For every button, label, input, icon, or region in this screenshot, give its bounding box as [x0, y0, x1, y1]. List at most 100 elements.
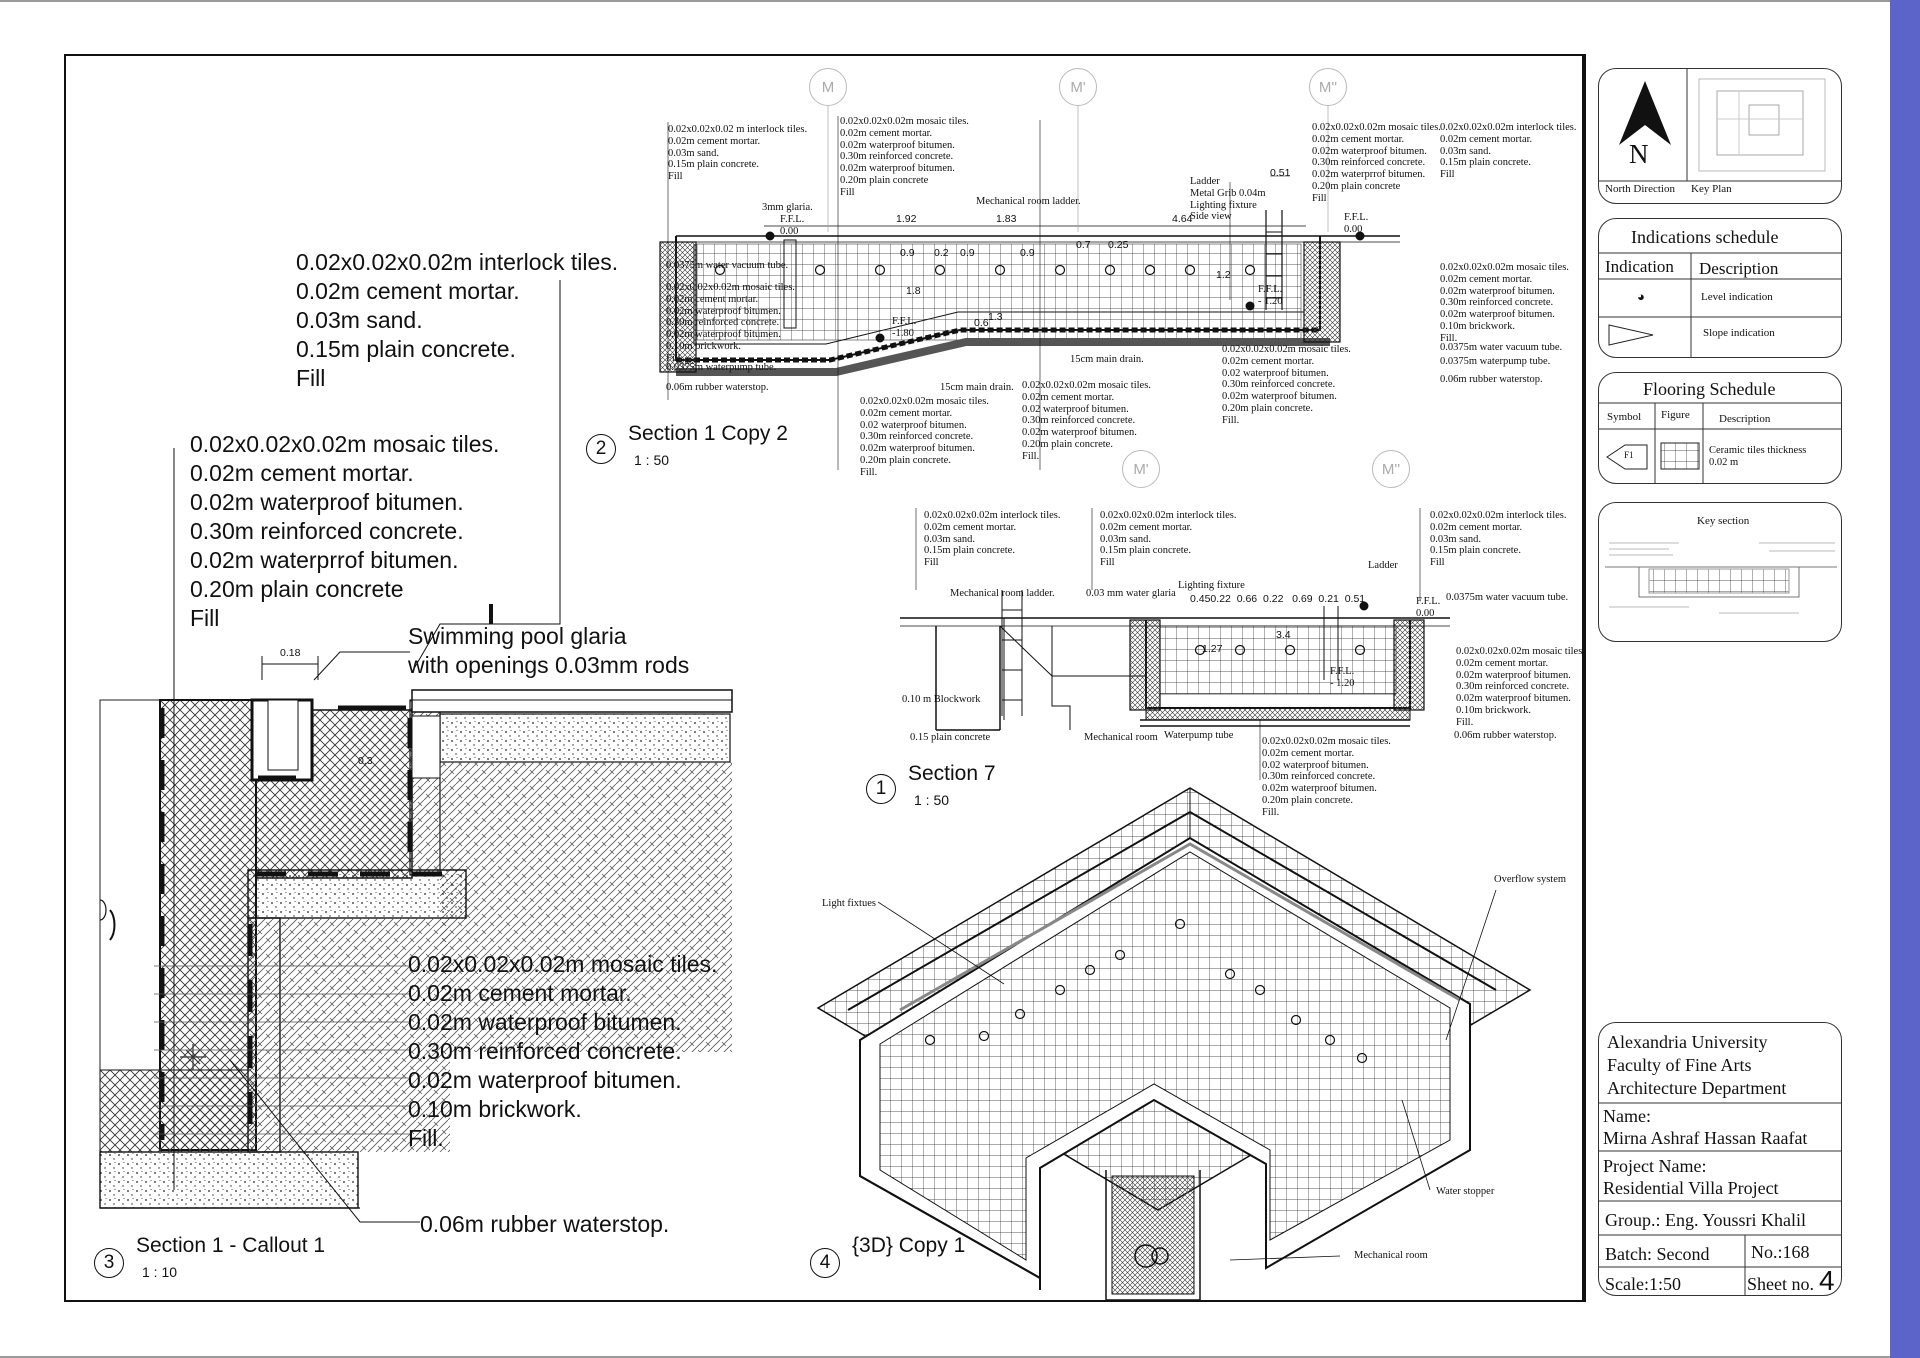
note-glaria-large: Swimming pool glaria with openings 0.03m… [408, 623, 690, 678]
university-block: Alexandria University Faculty of Fine Ar… [1607, 1032, 1787, 1098]
titleblock-divider [1584, 54, 1586, 1302]
s2-ffl-120: F.F.L. - 1.20 [1258, 284, 1283, 307]
s2-dim-051: 0.51 [1270, 167, 1291, 179]
ind-h2: Description [1699, 259, 1779, 278]
s7-note-bottom: 0.02x0.02x0.02m mosaic tiles. 0.02m ceme… [1262, 736, 1391, 818]
indications-schedule: Indications schedule Indication Descript… [1598, 218, 1842, 358]
s2-note-bottom-1: 0.02x0.02x0.02m mosaic tiles. 0.02m ceme… [860, 396, 989, 478]
s2-vac-tube-right: 0.0375m water vacuum tube. [1440, 342, 1563, 353]
s2-note-right-side: 0.02x0.02x0.02m mosaic tiles. 0.02m ceme… [1440, 262, 1569, 344]
s2-pump-tube-right: 0.0375m waterpump tube. [1440, 356, 1551, 367]
view-title-1: Section 7 [908, 762, 996, 785]
view-title-2: Section 1 Copy 2 [628, 422, 788, 445]
batch: Batch: Second [1605, 1244, 1710, 1264]
note-interlock-large: 0.02x0.02x0.02m interlock tiles. 0.02m c… [296, 249, 619, 391]
s2-ffl-left: F.F.L. 0.00 [780, 214, 805, 237]
floor-title: Flooring Schedule [1643, 379, 1776, 399]
name-label: Name: [1603, 1106, 1651, 1126]
s2-note-bottom-3: 0.02x0.02x0.02m mosaic tiles. 0.02m ceme… [1222, 344, 1351, 426]
grid-bubble-m1: M' [1059, 68, 1097, 106]
view-number-2: 2 [586, 434, 616, 464]
s2-dim-12: 1.2 [1216, 269, 1231, 281]
s2-note-mosaic-right: 0.02x0.02x0.02m mosaic tiles. 0.02m ceme… [1312, 122, 1441, 204]
s7-mech-room: Mechanical room [1084, 732, 1158, 743]
north-keyplan-panel: N North Direction Key Plan [1598, 68, 1842, 204]
s7-pump: Waterpump tube [1164, 730, 1234, 741]
project-name: Residential Villa Project [1603, 1178, 1779, 1198]
view-scale-1: 1 : 50 [914, 792, 950, 808]
s7-vac: 0.0375m water vacuum tube. [1446, 592, 1569, 603]
key-section-label: Key section [1697, 515, 1750, 527]
s2-dim-13: 1.3 [988, 311, 1003, 323]
floor-h1: Symbol [1607, 411, 1642, 423]
s2-dim-07: 0.7 [1076, 239, 1091, 251]
s7-dim-34: 3.4 [1276, 629, 1291, 641]
key-section-thumbnail [1605, 542, 1837, 614]
s2-main-drain-1: 15cm main drain. [940, 382, 1014, 393]
student-name: Mirna Ashraf Hassan Raafat [1603, 1128, 1808, 1148]
s7-glaria: 0.03 mm water glaria [1086, 588, 1176, 599]
s2-ffl-right: F.F.L. 0.00 [1344, 212, 1369, 235]
sheet-no-value: No.:168 [1751, 1242, 1810, 1262]
title-block: Alexandria University Faculty of Fine Ar… [1598, 1022, 1842, 1296]
s2-waterstop-right: 0.06m rubber waterstop. [1440, 374, 1543, 385]
s2-dim-183: 1.83 [996, 213, 1017, 225]
view-title-3: Section 1 - Callout 1 [136, 1234, 326, 1257]
view-title-4: {3D} Copy 1 [852, 1234, 966, 1257]
s7-mech-ladder: Mechanical room ladder. [950, 588, 1055, 599]
s7-plain: 0.15 plain concrete [910, 732, 991, 743]
note-mosaic-large: 0.02x0.02x0.02m mosaic tiles. 0.02m ceme… [190, 431, 500, 631]
s2-note-left-side: 0.02x0.02x0.02m mosaic tiles. 0.02m ceme… [666, 282, 795, 364]
s2-pump-tube: 0.0375m waterpump tube. [666, 362, 777, 373]
s2-note-interlock-left: 0.02x0.02x0.02 m interlock tiles. 0.02m … [668, 124, 808, 183]
s7-note-side: 0.02x0.02x0.02m mosaic tiles. 0.02m ceme… [1456, 646, 1585, 728]
key-section-panel: Key section [1598, 502, 1842, 642]
view-number-3: 3 [94, 1248, 124, 1278]
group: Group.: Eng. Youssri Khalil [1605, 1210, 1807, 1230]
s2-dim-02: 0.2 [934, 247, 949, 259]
view-number-1: 1 [866, 774, 896, 804]
bottom-rule [0, 1356, 1890, 1358]
ind-h1: Indication [1605, 257, 1674, 276]
note-waterstop-large: 0.06m rubber waterstop. [420, 1211, 670, 1237]
note-bottom-large: 0.02x0.02x0.02m mosaic tiles. 0.02m ceme… [408, 951, 718, 1151]
sheet-number: 4 [1819, 1265, 1835, 1296]
iso-drawing [816, 787, 1532, 1301]
grid-bubble-m: M [809, 68, 847, 106]
s2-dim-09b: 0.9 [960, 247, 975, 259]
s2-dim-06: 0.6 [974, 317, 989, 329]
section7-drawing [900, 508, 1450, 780]
iso-light-label: Light fixtues [822, 898, 876, 909]
grid-bubble-m2: M'' [1309, 68, 1347, 106]
flooring-schedule: Flooring Schedule Symbol Figure Descript… [1598, 372, 1842, 484]
iso-overflow-label: Overflow system [1494, 874, 1567, 885]
ind-r1: Level indication [1701, 291, 1773, 303]
dim-03: 0.3 [358, 755, 373, 767]
indications-grid [1599, 252, 1841, 357]
flooring-grid [1599, 402, 1841, 483]
top-rule [0, 0, 1890, 2]
s2-dim-09c: 0.9 [1020, 247, 1035, 259]
s2-dim-464: 4.64 [1172, 213, 1193, 225]
s7-lighting: Lighting fixture [1178, 580, 1245, 591]
s7-dims: 0.450.22 0.66 0.22 0.69 0.21 0.51 [1190, 593, 1366, 605]
s7-ffl: F.F.L. 0.00 [1416, 596, 1441, 619]
s2-vac-tube: 0.0375m water vacuum tube. [666, 260, 789, 271]
s7-waterstop: 0.06m rubber waterstop. [1454, 730, 1557, 741]
s2-dim-18: 1.8 [906, 285, 921, 297]
view-scale-2: 1 : 50 [634, 452, 670, 468]
s7-dim-127: 1.27 [1202, 643, 1223, 655]
title-block-grid [1599, 1102, 1841, 1295]
grid-bubble-m2-sec7: M'' [1372, 450, 1410, 488]
grid-bubble-m1-sec7: M' [1122, 450, 1160, 488]
view-scale-3: 1 : 10 [142, 1264, 178, 1280]
project-label: Project Name: [1603, 1156, 1707, 1176]
section2-drawing [659, 94, 1400, 470]
s2-dim-09a: 0.9 [900, 247, 915, 259]
floor-h2: Figure [1661, 409, 1690, 421]
s2-glaria: 3mm glaria. [762, 202, 813, 213]
ind-title: Indications schedule [1631, 227, 1779, 247]
sheet-frame [64, 54, 1584, 1302]
callout3-detail [99, 280, 733, 1223]
